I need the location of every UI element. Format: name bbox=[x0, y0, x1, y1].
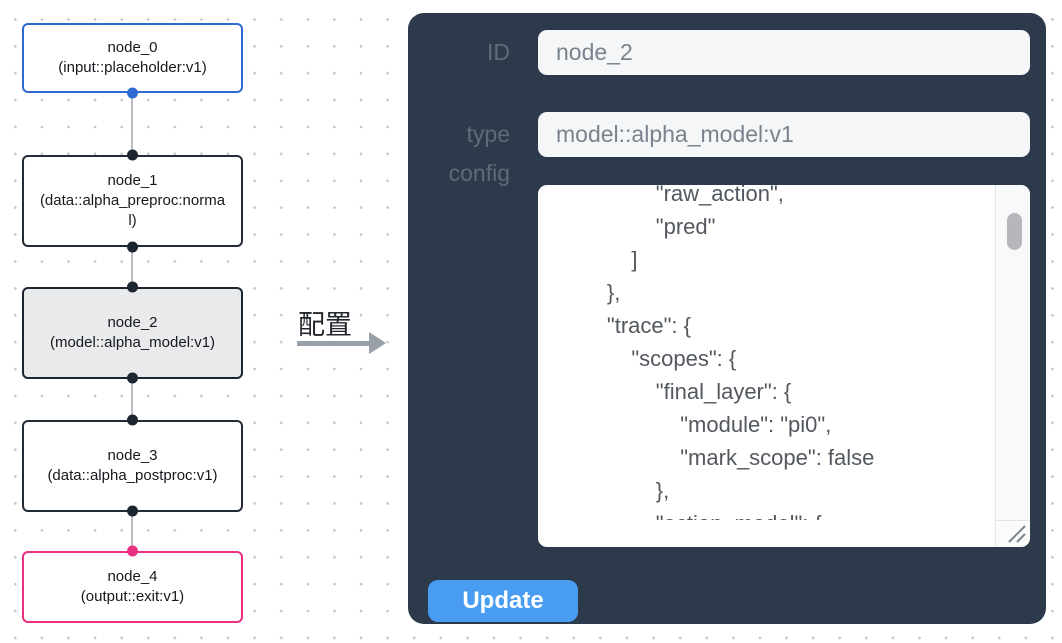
port-dot[interactable] bbox=[127, 372, 138, 384]
node-title: node_1 bbox=[107, 172, 158, 189]
port-dot[interactable] bbox=[127, 87, 138, 99]
flow-node-node_0[interactable]: node_0 (input::placeholder:v1) bbox=[22, 23, 243, 93]
config-field-label: config bbox=[448, 160, 510, 186]
config-arrow-head bbox=[369, 332, 386, 354]
port-dot[interactable] bbox=[127, 414, 138, 426]
node-subtitle: (output::exit:v1) bbox=[80, 588, 185, 605]
node-subtitle: (data::alpha_postproc:v1) bbox=[47, 467, 218, 484]
port-dot[interactable] bbox=[127, 505, 138, 517]
node-subtitle: (model::alpha_model:v1) bbox=[49, 334, 216, 351]
edge-line bbox=[131, 247, 133, 287]
node-title: node_0 bbox=[107, 39, 158, 56]
node-subtitle: (data::alpha_preproc:normal) bbox=[39, 192, 226, 229]
update-button-label: Update bbox=[462, 587, 544, 614]
config-arrow bbox=[297, 341, 371, 346]
flow-node-node_3[interactable]: node_3 (data::alpha_postproc:v1) bbox=[22, 420, 243, 512]
port-dot[interactable] bbox=[127, 241, 138, 253]
config-resize-corner[interactable] bbox=[995, 520, 1030, 547]
type-input[interactable] bbox=[538, 112, 1030, 157]
flow-node-node_2-selected[interactable]: node_2 (model::alpha_model:v1) bbox=[22, 287, 243, 379]
config-editor[interactable]: "raw_action", "pred" ] }, "trace": { "sc… bbox=[538, 185, 1030, 547]
edge-line bbox=[131, 511, 133, 551]
node-title: node_4 bbox=[107, 568, 158, 585]
port-dot[interactable] bbox=[127, 281, 138, 293]
update-button[interactable]: Update bbox=[428, 580, 578, 622]
node-subtitle: (input::placeholder:v1) bbox=[58, 59, 207, 76]
resize-grip-icon bbox=[1008, 525, 1026, 543]
config-code[interactable]: "raw_action", "pred" ] }, "trace": { "sc… bbox=[606, 185, 875, 520]
node-title: node_3 bbox=[107, 447, 158, 464]
node-config-panel: ID type config "raw_action", "pred" ] },… bbox=[408, 13, 1046, 624]
edge-line bbox=[131, 378, 133, 420]
config-scrollbar-thumb[interactable] bbox=[1007, 213, 1022, 250]
id-input[interactable] bbox=[538, 30, 1030, 75]
type-field-label: type bbox=[466, 121, 510, 147]
port-dot[interactable] bbox=[127, 545, 138, 557]
port-dot[interactable] bbox=[127, 149, 138, 161]
edge-line bbox=[131, 93, 133, 155]
flow-node-node_1[interactable]: node_1 (data::alpha_preproc:normal) bbox=[22, 155, 243, 247]
flow-node-node_4[interactable]: node_4 (output::exit:v1) bbox=[22, 551, 243, 623]
id-field-label: ID bbox=[487, 39, 510, 65]
node-title: node_2 bbox=[107, 314, 158, 331]
config-scrollbar-track[interactable] bbox=[995, 185, 1030, 520]
config-annotation-label: 配置 bbox=[298, 310, 352, 340]
